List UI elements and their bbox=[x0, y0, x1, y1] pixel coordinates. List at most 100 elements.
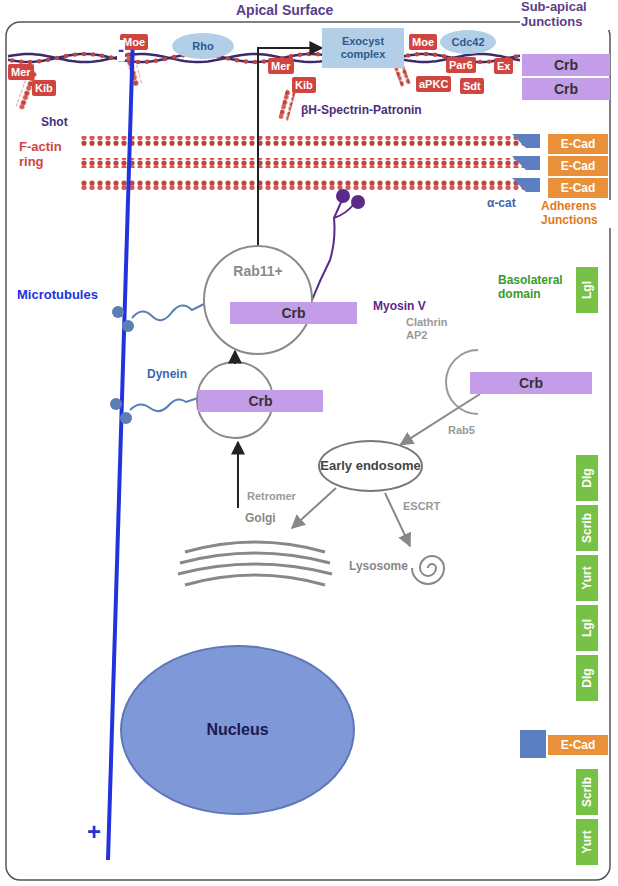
actin-bead bbox=[46, 58, 50, 62]
actin-bead bbox=[433, 53, 437, 57]
label: Microtubules bbox=[16, 288, 99, 303]
protein-box: Par6 bbox=[446, 57, 476, 73]
node-text: E-Cad bbox=[561, 159, 596, 173]
label: Dynein bbox=[146, 368, 188, 382]
transport-arrow bbox=[401, 394, 481, 445]
label: - bbox=[117, 40, 125, 61]
polarity-box: Scrib bbox=[576, 769, 598, 815]
node-text: Dlg bbox=[580, 468, 594, 487]
actin-bead bbox=[406, 53, 410, 57]
crumbs-box: Crb bbox=[198, 390, 323, 412]
polarity-box: Dlg bbox=[576, 655, 598, 701]
label: Lysosome bbox=[348, 560, 409, 574]
actin-filament bbox=[278, 89, 295, 121]
node-text: aPKC bbox=[419, 78, 448, 90]
node-text: Lgl bbox=[580, 619, 594, 637]
node-text: Yurt bbox=[580, 566, 594, 589]
crumbs-box: Crb bbox=[470, 372, 592, 394]
node-text: Kib bbox=[295, 79, 313, 91]
actin-bead bbox=[487, 59, 491, 63]
node-text: E-Cad bbox=[561, 738, 596, 752]
label: Shot bbox=[40, 116, 69, 130]
myosin-stalk bbox=[334, 204, 354, 218]
actin-filament bbox=[80, 158, 538, 168]
label: Clathrin AP2 bbox=[405, 316, 463, 341]
actin-bead bbox=[55, 56, 59, 60]
label: βH-Spectrin-Patronin bbox=[300, 104, 423, 118]
actin-bead bbox=[514, 54, 518, 58]
node-text: Cdc42 bbox=[451, 36, 484, 48]
label: Sub-apical Junctions bbox=[520, 0, 612, 30]
protein-ellipse: Cdc42 bbox=[440, 30, 496, 54]
endosome: Early endosome bbox=[318, 440, 423, 492]
actin-filament bbox=[80, 180, 538, 190]
actin-bead bbox=[145, 60, 149, 64]
dynein-stalk bbox=[132, 304, 204, 320]
ecadherin-box: E-Cad bbox=[548, 735, 608, 755]
alpha-catenin bbox=[520, 730, 546, 758]
actin-bead bbox=[316, 52, 320, 56]
protein-ellipse: Rho bbox=[172, 33, 234, 59]
actin-bead bbox=[154, 59, 158, 63]
retromer-arrow bbox=[292, 488, 336, 528]
node-text: Crb bbox=[519, 375, 543, 391]
label: ESCRT bbox=[402, 500, 441, 513]
ecadherin-box: E-Cad bbox=[548, 178, 608, 198]
dynein-head bbox=[120, 412, 132, 424]
node-text: Dlg bbox=[580, 668, 594, 687]
golgi-cisterna bbox=[178, 564, 332, 574]
protein-box: Kib bbox=[292, 77, 316, 93]
actin-bead bbox=[100, 53, 104, 57]
alpha-catenin bbox=[512, 156, 540, 170]
node-text: Rab11+ bbox=[233, 263, 282, 279]
node-text: Lgl bbox=[580, 281, 594, 299]
node-text: Crb bbox=[554, 81, 578, 97]
node-text: E-Cad bbox=[561, 181, 596, 195]
nucleus: Nucleus bbox=[120, 645, 355, 815]
node-text: Crb bbox=[248, 393, 272, 409]
polarity-box: Scrib bbox=[576, 505, 598, 551]
label: Retromer bbox=[246, 490, 297, 503]
transport-arrow bbox=[234, 351, 236, 364]
actin-bead bbox=[82, 52, 86, 56]
actin-bead bbox=[10, 58, 14, 62]
node-text: Par6 bbox=[449, 59, 473, 71]
label: Rab5 bbox=[447, 424, 476, 437]
polarity-box: Yurt bbox=[576, 819, 598, 865]
transport-arrow bbox=[258, 48, 322, 245]
polarity-box: Yurt bbox=[576, 555, 598, 601]
dynein-stalk bbox=[130, 398, 198, 411]
actin-bead bbox=[478, 60, 482, 64]
label: Basolateral domain bbox=[497, 274, 571, 302]
crumbs-box: Crb bbox=[522, 54, 610, 76]
protein-box: Moe bbox=[409, 34, 437, 50]
golgi-cisterna bbox=[185, 575, 325, 585]
actin-bead bbox=[172, 55, 176, 59]
node-text: Scrib bbox=[580, 513, 594, 543]
actin-bead bbox=[415, 52, 419, 56]
actin-bead bbox=[262, 59, 266, 63]
actin-bead bbox=[163, 57, 167, 61]
polarity-box: Lgl bbox=[576, 267, 598, 313]
label: Adherens Junctions bbox=[540, 200, 618, 228]
transport-arrow bbox=[237, 442, 239, 508]
golgi-cisterna bbox=[180, 553, 330, 563]
actin-bead bbox=[226, 56, 230, 60]
node-text: Ex bbox=[497, 60, 510, 72]
ecadherin-box: E-Cad bbox=[548, 134, 608, 154]
myosin-head bbox=[336, 189, 350, 203]
apical-actin bbox=[8, 52, 520, 64]
actin-filament bbox=[80, 136, 538, 146]
protein-box: Mer bbox=[268, 58, 294, 74]
node-text: Early endosome bbox=[320, 459, 420, 473]
alpha-catenin bbox=[512, 178, 540, 192]
node-text: Mer bbox=[11, 66, 31, 78]
node-text: Mer bbox=[271, 60, 291, 72]
myosin-stalk bbox=[312, 200, 342, 300]
lysosome-spiral bbox=[412, 556, 444, 584]
polarity-box: Dlg bbox=[576, 455, 598, 501]
node-text: Exocyst complex bbox=[326, 35, 400, 60]
polarity-box: Lgl bbox=[576, 605, 598, 651]
dynein-head bbox=[112, 306, 124, 318]
protein-box: aPKC bbox=[416, 76, 451, 92]
